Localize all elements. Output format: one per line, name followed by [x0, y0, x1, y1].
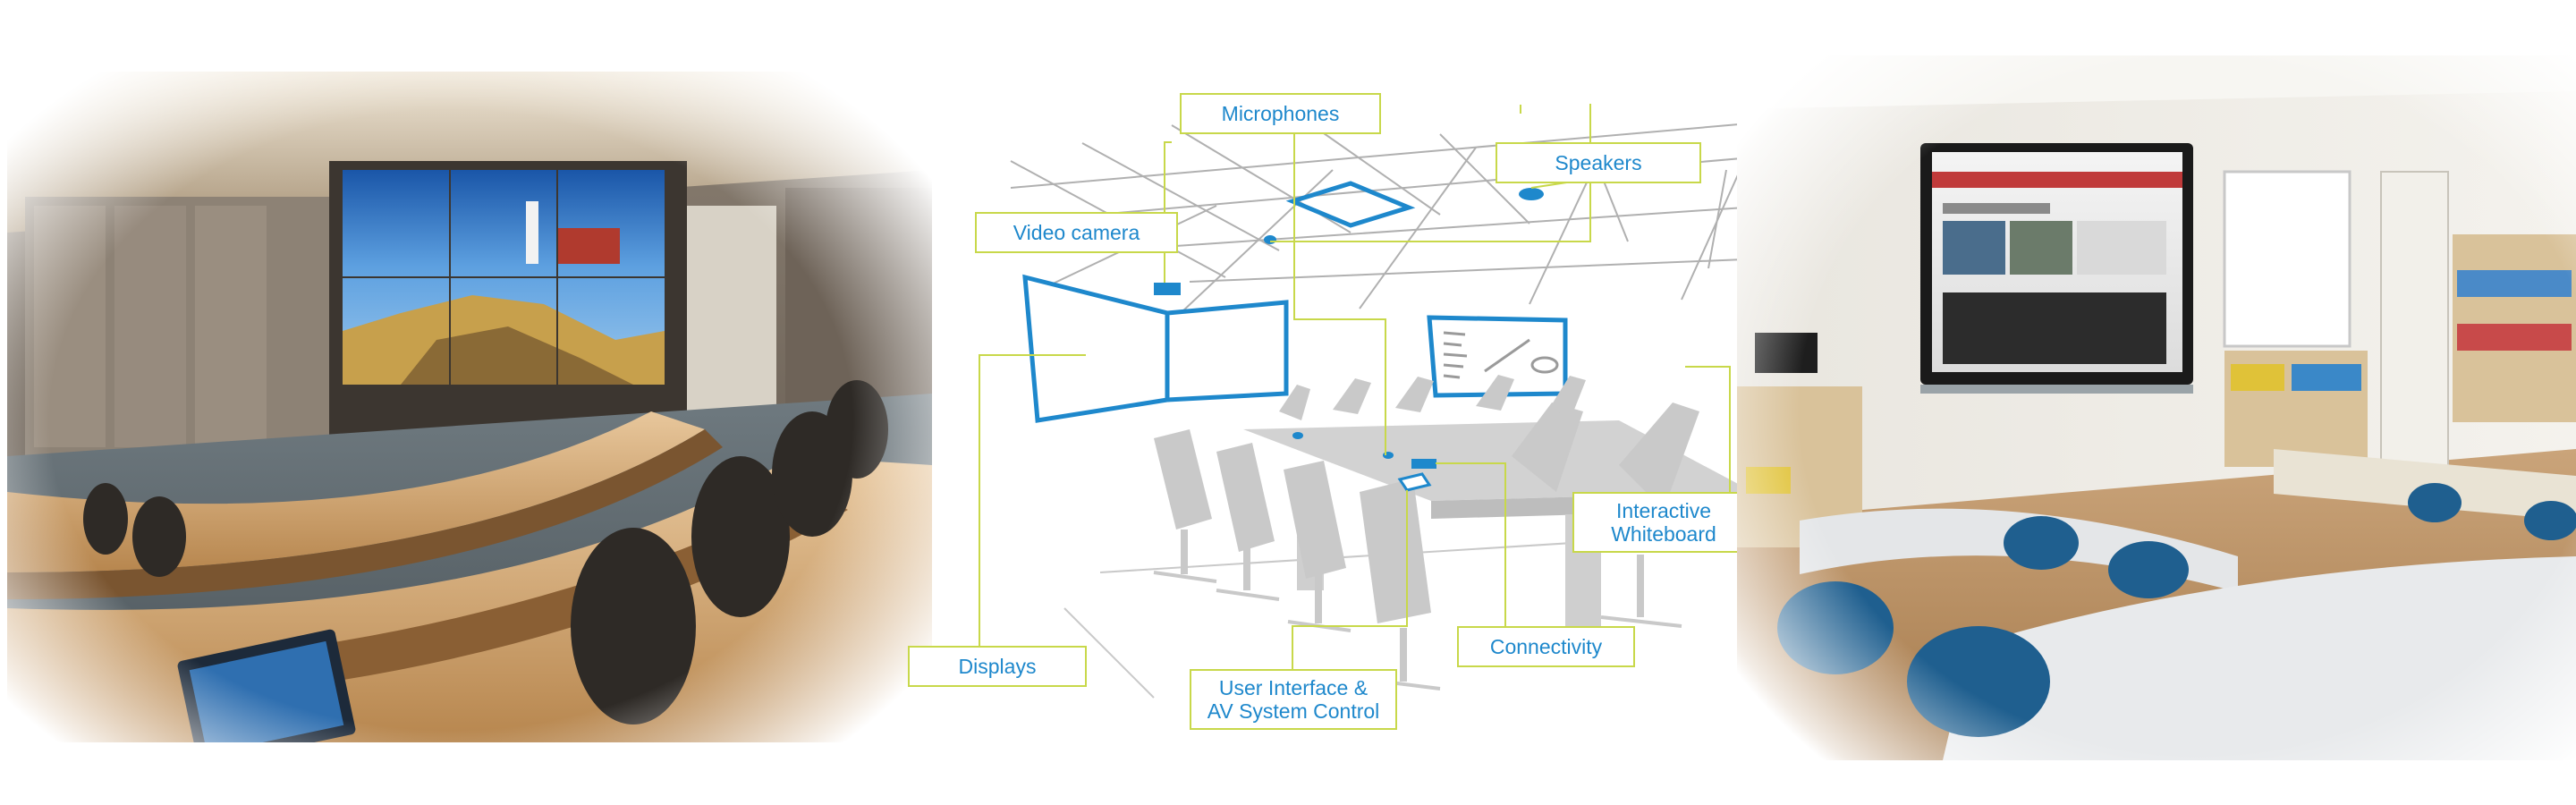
room-schematic: [979, 104, 1780, 699]
classroom-photo: [1737, 55, 2576, 760]
speakers-label-text: Speakers: [1555, 151, 1642, 174]
user-interface-line2: AV System Control: [1207, 699, 1380, 723]
video-camera-label-text: Video camera: [1013, 221, 1140, 244]
video-camera-label: Video camera: [975, 212, 1178, 253]
interactive-whiteboard-line2: Whiteboard: [1611, 522, 1716, 546]
touch-panel-icon: [1397, 472, 1432, 492]
connectivity-port-icon: [1411, 459, 1436, 469]
leader-lines: [979, 104, 1731, 680]
microphones-label-text: Microphones: [1221, 102, 1340, 125]
table-microphone-icon: [1383, 452, 1394, 459]
ceiling-microphone-icon: [1285, 181, 1416, 228]
classroom-illustration: [1737, 55, 2576, 760]
user-interface-label: User Interface & AV System Control: [1190, 669, 1397, 730]
displays-label: Displays: [908, 646, 1087, 687]
video-camera-icon: [1154, 283, 1181, 295]
boardroom-illustration: [7, 72, 932, 742]
chairs: [1154, 375, 1699, 682]
interactive-whiteboard-line1: Interactive: [1615, 499, 1712, 522]
interactive-whiteboard-label: Interactive Whiteboard: [1572, 492, 1755, 553]
speaker-icon: [1519, 188, 1544, 200]
conference-table: [1243, 420, 1753, 501]
display-left-icon: [1022, 274, 1170, 423]
speakers-label: Speakers: [1496, 142, 1701, 183]
table-microphone-icon: [1292, 432, 1303, 439]
user-interface-line1: User Interface &: [1218, 676, 1368, 699]
display-right-icon: [1165, 300, 1289, 402]
microphones-label: Microphones: [1180, 93, 1381, 134]
boardroom-photo: [7, 72, 932, 742]
microphone-dot-icon: [1264, 235, 1276, 244]
connectivity-label: Connectivity: [1457, 626, 1635, 667]
displays-label-text: Displays: [958, 655, 1037, 678]
av-room-diagram: Microphones Speakers Video camera Intera…: [908, 72, 1780, 751]
connectivity-label-text: Connectivity: [1489, 635, 1603, 658]
